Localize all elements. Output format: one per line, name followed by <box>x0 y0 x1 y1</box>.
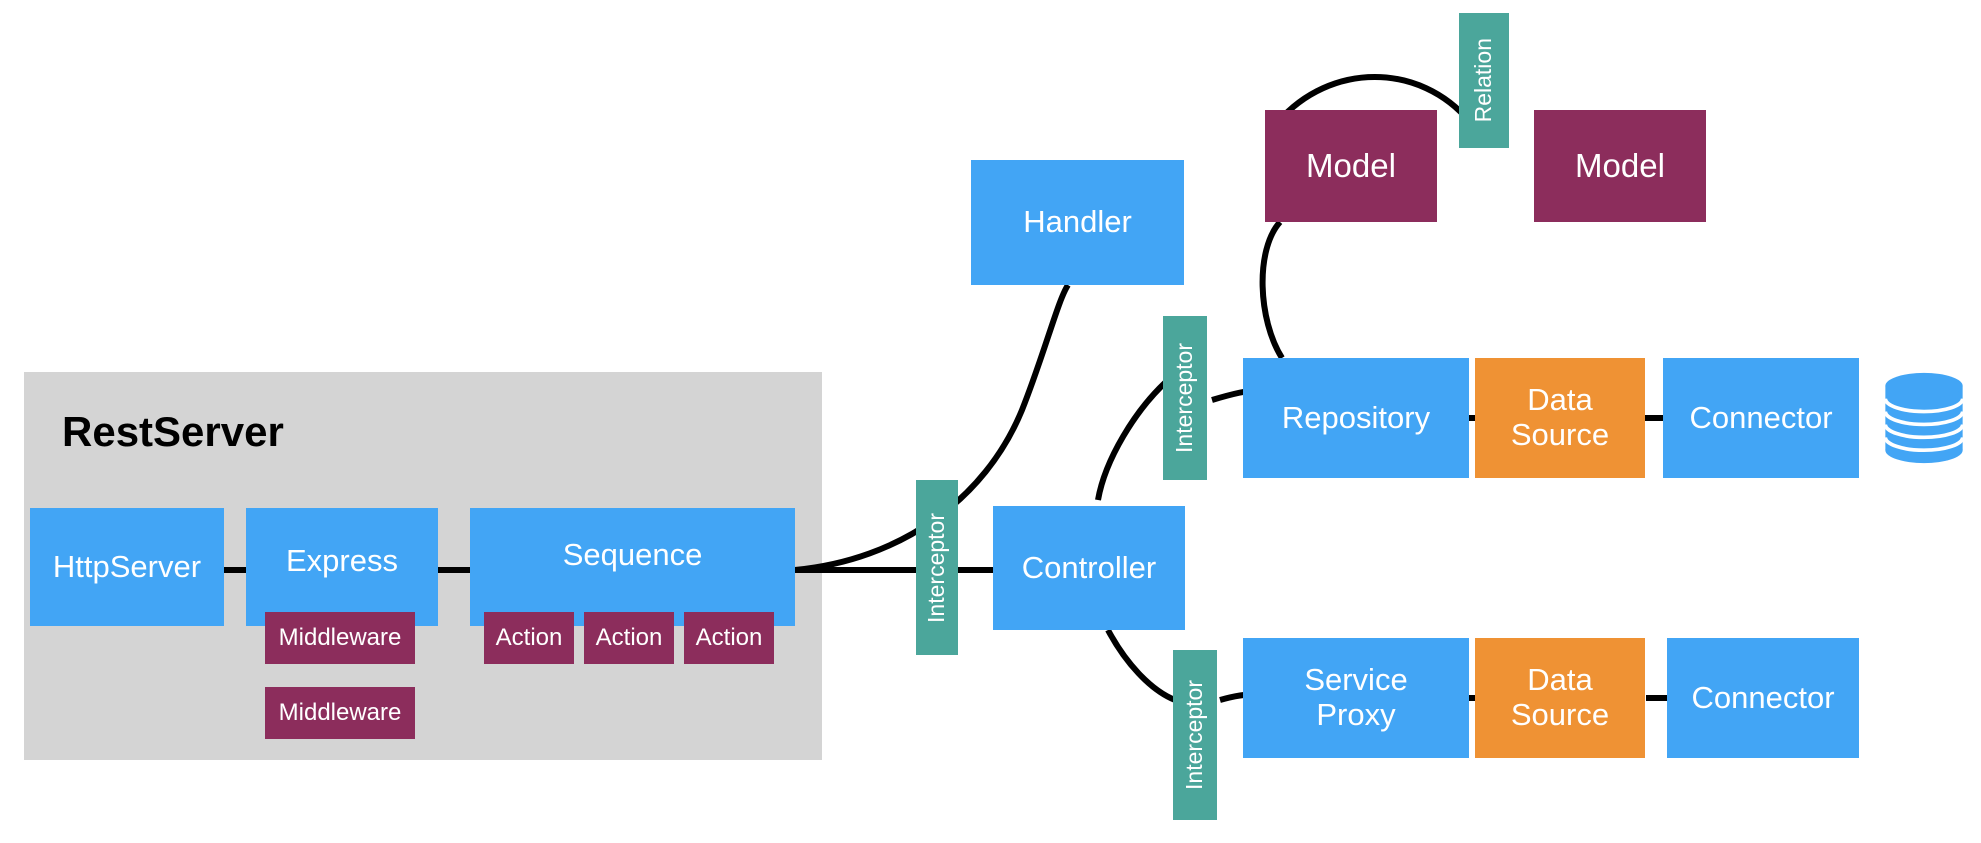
node-service-proxy-line2: Proxy <box>1316 697 1396 732</box>
node-action-3[interactable]: Action <box>684 612 774 664</box>
database-icon <box>1883 372 1965 464</box>
node-controller-label: Controller <box>1021 549 1157 585</box>
node-repository[interactable]: Repository <box>1243 358 1469 478</box>
node-middleware-1[interactable]: Middleware <box>265 612 415 664</box>
node-connector-bottom[interactable]: Connector <box>1667 638 1859 758</box>
node-connector-bottom-label: Connector <box>1691 679 1835 715</box>
edge-repository-model <box>1259 220 1285 360</box>
node-interceptor-sequence-label: Interceptor <box>923 512 950 623</box>
node-datasource-bottom-line2: Source <box>1510 697 1610 732</box>
node-handler-label: Handler <box>1023 204 1132 240</box>
node-relation-label: Relation <box>1470 38 1497 123</box>
node-relation[interactable]: Relation <box>1459 13 1509 148</box>
node-express[interactable]: Express <box>246 508 438 626</box>
node-action-2-label: Action <box>595 623 663 651</box>
node-sequence[interactable]: Sequence <box>470 508 795 626</box>
node-interceptor-service-label: Interceptor <box>1181 680 1208 790</box>
node-sequence-label: Sequence <box>562 536 703 572</box>
edge-controller-interceptor-service <box>1105 628 1177 703</box>
node-connector-top[interactable]: Connector <box>1663 358 1859 478</box>
node-httpserver[interactable]: HttpServer <box>30 508 224 626</box>
node-service-proxy-line1: Service <box>1304 662 1408 698</box>
node-model-right[interactable]: Model <box>1534 110 1706 222</box>
node-middleware-1-label: Middleware <box>278 623 402 651</box>
edge-controller-interceptor-repository <box>1095 377 1171 501</box>
node-datasource-top[interactable]: Data Source <box>1475 358 1645 478</box>
node-datasource-top-line2: Source <box>1510 417 1610 452</box>
node-interceptor-repository[interactable]: Interceptor <box>1163 316 1207 480</box>
node-repository-label: Repository <box>1281 399 1431 435</box>
node-middleware-2[interactable]: Middleware <box>265 687 415 739</box>
node-model-left[interactable]: Model <box>1265 110 1437 222</box>
node-action-1-label: Action <box>495 623 563 651</box>
node-datasource-bottom[interactable]: Data Source <box>1475 638 1645 758</box>
node-express-label: Express <box>286 542 398 578</box>
node-action-1[interactable]: Action <box>484 612 574 664</box>
node-interceptor-service[interactable]: Interceptor <box>1173 650 1217 820</box>
restserver-title: RestServer <box>62 408 284 455</box>
node-model-left-label: Model <box>1306 146 1396 184</box>
node-datasource-top-line1: Data <box>1527 382 1593 418</box>
node-httpserver-label: HttpServer <box>52 548 202 584</box>
node-model-right-label: Model <box>1575 146 1665 184</box>
node-interceptor-sequence[interactable]: Interceptor <box>916 480 958 655</box>
node-handler[interactable]: Handler <box>971 160 1184 285</box>
node-action-3-label: Action <box>695 623 763 651</box>
node-datasource-bottom-line1: Data <box>1527 662 1593 698</box>
node-connector-top-label: Connector <box>1689 399 1833 435</box>
node-service-proxy[interactable]: Service Proxy <box>1243 638 1469 758</box>
node-action-2[interactable]: Action <box>584 612 674 664</box>
node-interceptor-repository-label: Interceptor <box>1171 343 1198 453</box>
node-middleware-2-label: Middleware <box>278 698 402 726</box>
node-controller[interactable]: Controller <box>993 506 1185 630</box>
